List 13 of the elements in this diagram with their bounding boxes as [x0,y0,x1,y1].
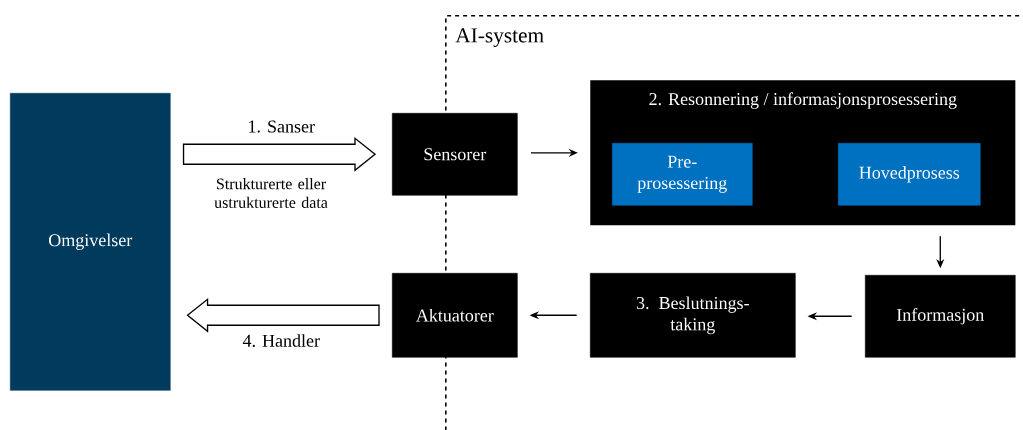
block-arrow [182,136,377,172]
environment-box: Omgivelser [10,93,171,391]
block-box: 3. Beslutnings- taking [590,273,796,358]
block-box: Aktuatorer [392,273,518,358]
edge-label: 1. Sanser [249,120,315,133]
block-box: Sensorer [392,113,518,196]
process-box: Hovedprosess [838,143,981,206]
block-arrow [186,297,380,333]
process-box: Pre- prosessering [612,143,753,206]
note-text: Strukturerte eller ustrukturerte data [214,178,328,208]
region-title: AI-system [455,28,544,47]
block-box: Informasjon [865,275,1016,358]
edge-label: 4. Handler [242,334,320,347]
